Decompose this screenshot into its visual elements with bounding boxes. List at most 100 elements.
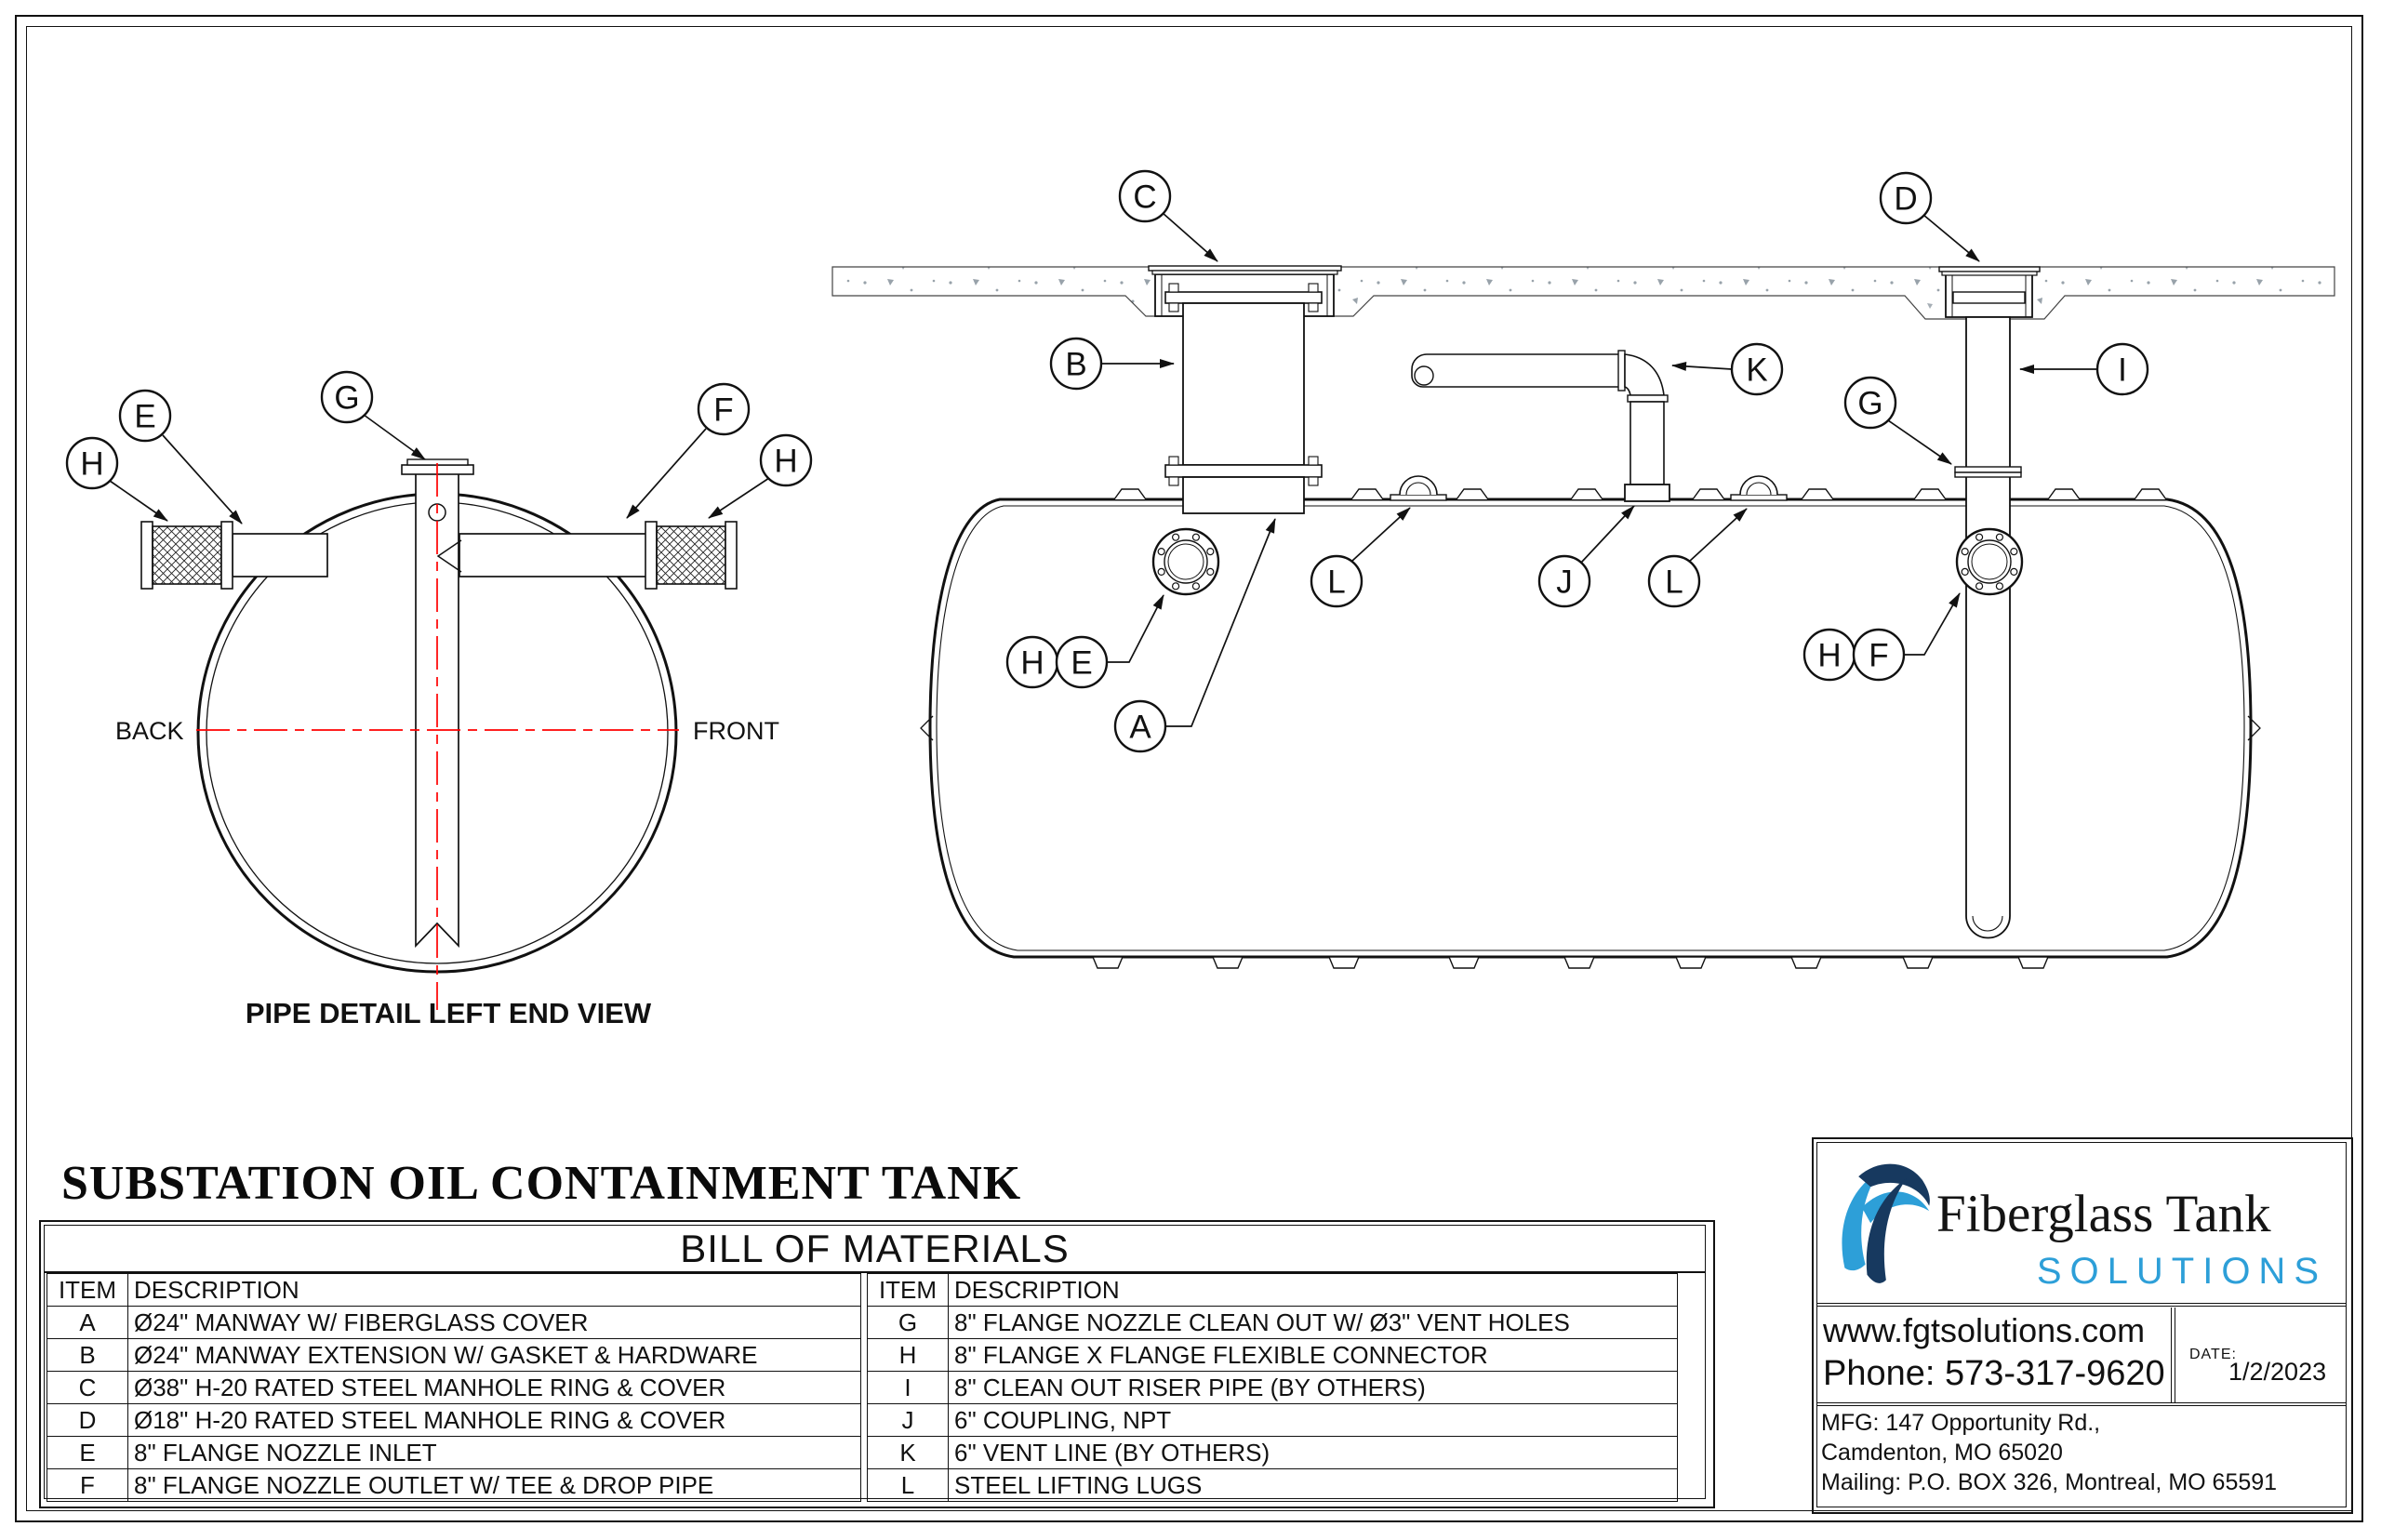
callout-letter: I bbox=[2118, 352, 2127, 389]
bom-col-item: ITEM bbox=[47, 1273, 128, 1307]
callout-letter: H bbox=[80, 446, 103, 483]
callout-leader bbox=[1165, 518, 1276, 727]
vent-pipe-horizontal bbox=[1411, 353, 1624, 388]
bom-header-row: ITEM DESCRIPTION bbox=[47, 1273, 861, 1307]
bom-item-description: Ø24" MANWAY EXTENSION W/ GASKET & HARDWA… bbox=[127, 1338, 861, 1372]
callout-letter: C bbox=[1133, 179, 1156, 216]
bom-item-letter: K bbox=[867, 1436, 949, 1469]
left-connector-bellows bbox=[152, 525, 222, 585]
tank-ribs-lugs-feet bbox=[1091, 475, 2167, 969]
vent-line-assembly bbox=[1411, 350, 1670, 502]
sheet-border-outer bbox=[15, 15, 2363, 1522]
callout-letter: A bbox=[1129, 710, 1151, 746]
bom-item-description: 8" FLANGE X FLANGE FLEXIBLE CONNECTOR bbox=[948, 1338, 1678, 1372]
callout-leader bbox=[1580, 505, 1635, 564]
manway-a bbox=[1182, 476, 1305, 514]
bom-item-letter: B bbox=[47, 1338, 128, 1372]
callout-letter: H bbox=[774, 444, 797, 480]
callout-letter: F bbox=[713, 392, 733, 429]
bom-title: BILL OF MATERIALS bbox=[45, 1226, 1705, 1273]
address-line: Mailing: P.O. BOX 326, Montreal, MO 6559… bbox=[1821, 1469, 2278, 1495]
bom-item-description: 8" FLANGE NOZZLE INLET bbox=[127, 1436, 861, 1469]
callout-g: G bbox=[320, 370, 374, 424]
callout-h1: H bbox=[1005, 635, 1059, 689]
lifting-lug-base bbox=[1390, 494, 1447, 501]
manhole-cover-c bbox=[1148, 265, 1342, 272]
lifting-lug bbox=[1399, 475, 1438, 496]
cleanout-riser-pipe bbox=[1965, 316, 2011, 939]
callout-b: B bbox=[1049, 337, 1103, 391]
left-view-caption: PIPE DETAIL LEFT END VIEW bbox=[246, 997, 652, 1029]
inlet-flange-face bbox=[1151, 527, 1220, 596]
callout-h1: H bbox=[65, 436, 119, 490]
tank-rib bbox=[1692, 488, 1725, 500]
callout-d: D bbox=[1879, 171, 1933, 225]
front-label: FRONT bbox=[693, 717, 779, 745]
tank-side-view bbox=[831, 265, 2335, 969]
outlet-flange-face bbox=[1955, 527, 2024, 596]
riser-seal-flange bbox=[1952, 291, 2026, 304]
callout-leader bbox=[1351, 507, 1411, 562]
bom-item-description: Ø38" H-20 RATED STEEL MANHOLE RING & COV… bbox=[127, 1371, 861, 1404]
fiberglass-tank-logo-icon bbox=[1842, 1163, 1930, 1283]
callout-leader bbox=[1904, 592, 1961, 656]
lifting-lug-base bbox=[1730, 494, 1788, 501]
callout-leader bbox=[1688, 508, 1748, 563]
bom-item-letter: D bbox=[47, 1403, 128, 1437]
bom-header-row: ITEM DESCRIPTION bbox=[867, 1273, 1678, 1307]
tank-rib bbox=[1801, 488, 1834, 500]
contact-cell: www.fgtsolutions.com Phone: 573-317-9620 bbox=[1817, 1308, 2175, 1402]
bom-item-description: STEEL LIFTING LUGS bbox=[948, 1468, 1678, 1502]
callout-leader bbox=[162, 434, 243, 524]
tank-foot bbox=[2016, 956, 2050, 969]
callout-leader bbox=[363, 414, 426, 460]
brand-name: Fiberglass Tank bbox=[1936, 1185, 2271, 1243]
bom-item-description: 6" COUPLING, NPT bbox=[948, 1403, 1678, 1437]
tank-foot bbox=[1091, 956, 1124, 969]
tank-foot bbox=[1674, 956, 1708, 969]
callout-letter: J bbox=[1556, 564, 1573, 601]
callout-leader bbox=[1922, 214, 1980, 262]
inlet-nozzle bbox=[232, 533, 328, 578]
callout-letter: H bbox=[1020, 645, 1044, 682]
bom-item-letter: J bbox=[867, 1403, 949, 1437]
left-connector-flange-outer bbox=[140, 521, 153, 590]
callout-g: G bbox=[1843, 376, 1897, 430]
tank-foot bbox=[1789, 956, 1823, 969]
tank-foot bbox=[1563, 956, 1596, 969]
title-block: Fiberglass Tank SOLUTIONS www.fgtsolutio… bbox=[1812, 1137, 2353, 1514]
outlet-tee-pipe bbox=[459, 533, 650, 578]
centerlines bbox=[196, 463, 679, 1010]
date-cell: DATE: 1/2/2023 bbox=[2180, 1308, 2346, 1402]
bom-item-description: 8" FLANGE NOZZLE CLEAN OUT W/ Ø3" VENT H… bbox=[948, 1306, 1678, 1339]
lifting-lug-inner bbox=[1405, 482, 1431, 496]
bom-item-description: Ø18" H-20 RATED STEEL MANHOLE RING & COV… bbox=[127, 1403, 861, 1437]
callout-leader bbox=[708, 477, 770, 519]
elbow-joint-ring bbox=[1617, 350, 1626, 392]
phone-text: Phone: 573-317-9620 bbox=[1823, 1354, 2165, 1393]
callout-letter: H bbox=[1817, 638, 1841, 674]
extension-top-flange bbox=[1164, 291, 1323, 304]
callout-i: I bbox=[2095, 342, 2149, 396]
manhole-cover-d bbox=[1938, 266, 2041, 272]
address-line: MFG: 147 Opportunity Rd., bbox=[1821, 1410, 2101, 1436]
vent-pipe-opening bbox=[1414, 365, 1434, 386]
bom-item-letter: A bbox=[47, 1306, 128, 1339]
callout-l1: L bbox=[1310, 554, 1363, 608]
divider bbox=[1817, 1402, 2346, 1406]
callout-letter: D bbox=[1894, 181, 1917, 218]
bom-col-desc: DESCRIPTION bbox=[127, 1273, 861, 1307]
extension-bottom-flange bbox=[1164, 464, 1323, 478]
callout-leader bbox=[1107, 594, 1164, 663]
